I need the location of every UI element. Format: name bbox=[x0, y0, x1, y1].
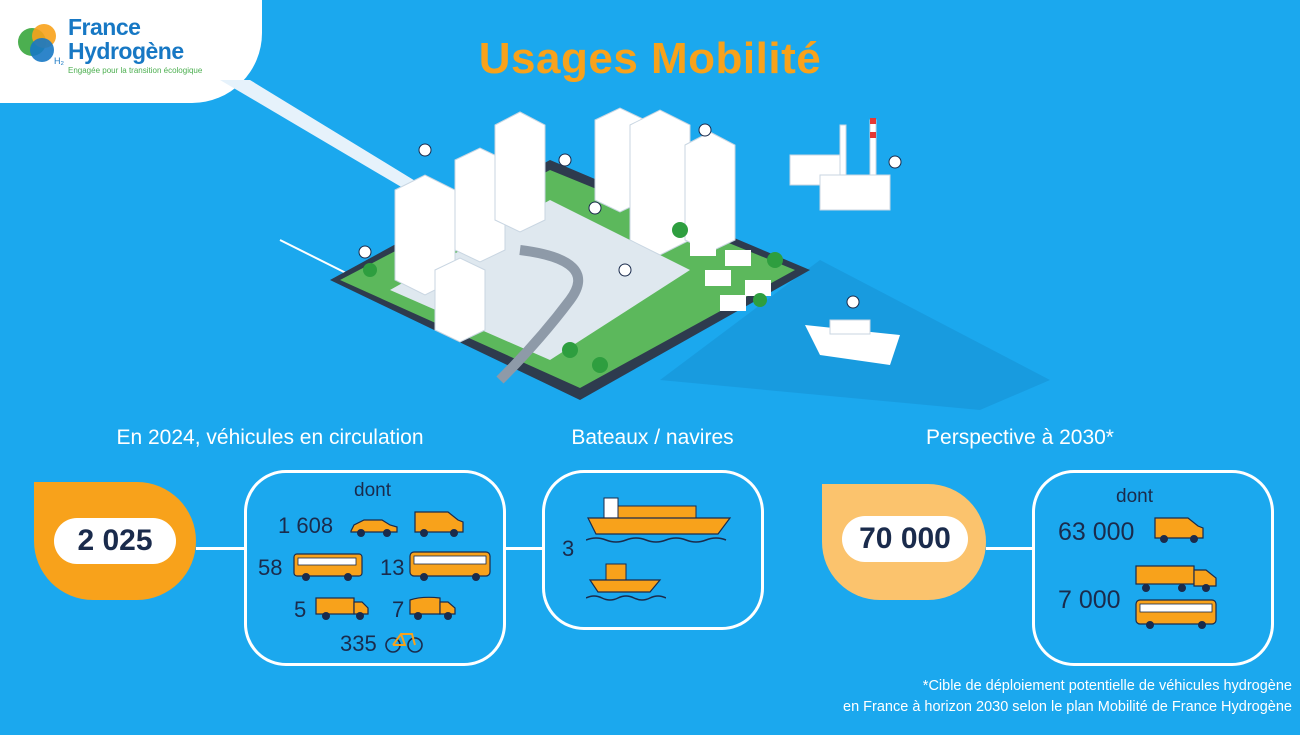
footnote-line2: en France à horizon 2030 selon le plan M… bbox=[843, 699, 1292, 715]
vehicles-2024-label: En 2024, véhicules en circulation bbox=[116, 426, 424, 449]
logo: H₂ France Hydrogène Engagée pour la tran… bbox=[0, 0, 262, 103]
page-title: Usages Mobilité bbox=[478, 34, 822, 83]
bicycle-icon bbox=[385, 633, 423, 653]
logo-title-line2: Hydrogène bbox=[68, 38, 184, 64]
bikes-count: 335 bbox=[340, 631, 377, 656]
perspective-2030-breakdown bbox=[1032, 470, 1274, 666]
bus-icon bbox=[293, 553, 363, 581]
trucks-count: 5 bbox=[294, 597, 307, 622]
connector-2030 bbox=[986, 547, 1032, 550]
connector-boats bbox=[506, 547, 542, 550]
car-icon bbox=[350, 519, 398, 537]
cargo-ship-icon bbox=[586, 497, 732, 543]
logo-tagline: Engagée pour la transition écologique bbox=[68, 66, 203, 75]
van-icon bbox=[414, 511, 464, 537]
vans-2030-count: 63 000 bbox=[1058, 518, 1135, 546]
semi-truck-icon bbox=[1135, 565, 1217, 592]
france-hydrogene-logo-icon: H₂ bbox=[18, 24, 64, 66]
coach-2030-icon bbox=[1135, 599, 1217, 629]
connector-2024 bbox=[196, 547, 244, 550]
coaches-count: 13 bbox=[380, 555, 405, 580]
fishing-boat-icon bbox=[586, 563, 666, 601]
coach-icon bbox=[409, 551, 491, 581]
heavy-2030-count: 7 000 bbox=[1058, 586, 1121, 614]
van-2030-icon bbox=[1154, 517, 1204, 543]
truck-icon bbox=[315, 597, 369, 620]
boats-count: 3 bbox=[562, 536, 575, 561]
total-2030-value: 70 000 bbox=[842, 516, 968, 562]
total-2024-value: 2 025 bbox=[54, 518, 176, 564]
city-illustration bbox=[220, 80, 1050, 410]
svg-text:H₂: H₂ bbox=[54, 56, 64, 66]
footnote-line1: *Cible de déploiement potentielle de véh… bbox=[922, 678, 1292, 694]
perspective-2030-label: Perspective à 2030* bbox=[926, 426, 1114, 449]
garbage-truck-icon bbox=[409, 596, 456, 620]
buses-count: 58 bbox=[258, 555, 283, 580]
cars-count: 1 608 bbox=[278, 513, 334, 538]
boats-breakdown bbox=[542, 470, 764, 630]
footnote: *Cible de déploiement potentielle de véh… bbox=[772, 676, 1292, 718]
garbage-trucks-count: 7 bbox=[392, 597, 405, 622]
perspective-2030-dont: dont bbox=[1116, 486, 1153, 507]
vehicles-2024-dont: dont bbox=[354, 480, 391, 501]
logo-title-line1: France bbox=[68, 14, 141, 40]
boats-label: Bateaux / navires bbox=[571, 426, 734, 449]
vehicles-2024-breakdown bbox=[244, 470, 506, 666]
